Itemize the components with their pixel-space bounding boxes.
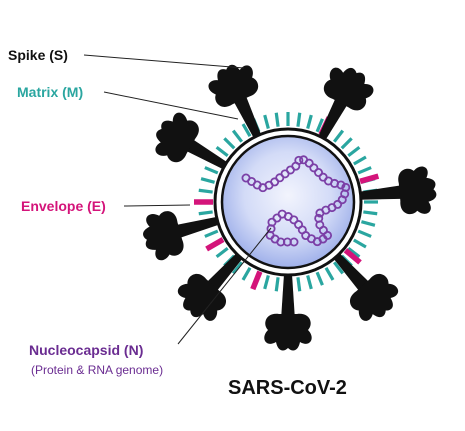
matrix-protein	[274, 277, 280, 292]
matrix-protein	[215, 246, 229, 259]
envelope-protein	[205, 237, 225, 252]
nucleocapsid-sublabel: (Protein & RNA genome)	[31, 363, 163, 377]
rna-bead	[315, 208, 325, 218]
matrix-protein	[241, 123, 252, 137]
matrix-protein	[363, 210, 378, 216]
spike-proteins	[143, 64, 437, 351]
matrix-protein	[204, 229, 219, 238]
matrix-protein	[231, 261, 244, 275]
rna-bead	[304, 158, 314, 168]
matrix-protein	[223, 137, 236, 150]
rna-bead	[294, 155, 304, 165]
matrix-protein	[198, 210, 213, 216]
matrix-protein	[263, 274, 270, 290]
spike-protein	[208, 64, 262, 139]
matrix-protein	[215, 145, 229, 158]
matrix-protein	[360, 220, 376, 227]
matrix-protein	[315, 118, 324, 133]
matrix-protein	[231, 129, 244, 143]
matrix-protein	[357, 229, 372, 238]
diagram-title: SARS-CoV-2	[228, 377, 347, 399]
spike-protein	[318, 67, 374, 141]
matrix-protein	[332, 129, 345, 143]
nucleocapsid-rna-strand	[241, 155, 351, 247]
nucleocapsid-leader-line	[177, 227, 272, 345]
matrix-protein	[332, 261, 345, 275]
matrix-protein	[353, 155, 367, 166]
envelope-protein	[343, 248, 362, 265]
matrix-protein	[340, 137, 353, 150]
matrix-protein	[198, 188, 213, 194]
spike-protein	[143, 211, 220, 261]
rna-bead	[337, 195, 347, 205]
matrix-leader-line	[103, 91, 239, 120]
spike-leader-line	[83, 54, 245, 69]
spike-label: Spike (S)	[8, 47, 68, 63]
matrix-protein	[306, 114, 313, 130]
rna-bead	[294, 220, 304, 230]
spike-protein	[264, 274, 312, 351]
rna-bead	[314, 168, 324, 178]
spike-protein	[155, 112, 228, 170]
matrix-label: Matrix (M)	[17, 84, 83, 100]
matrix-protein	[347, 145, 361, 158]
envelope-protein	[359, 173, 380, 184]
matrix-protein	[296, 277, 302, 292]
spike-protein	[177, 252, 243, 321]
envelope-label: Envelope (E)	[21, 198, 106, 214]
rna-bead	[309, 163, 319, 173]
nucleocapsid-label: Nucleocapsid (N)	[29, 342, 143, 358]
rna-bead	[289, 237, 299, 247]
matrix-protein	[306, 274, 313, 290]
rna-bead	[336, 180, 346, 190]
envelope-protein	[250, 270, 263, 291]
matrix-protein	[241, 267, 252, 281]
matrix-protein	[357, 166, 372, 175]
matrix-protein	[353, 238, 367, 249]
matrix-protein	[347, 246, 361, 259]
spike-protein	[359, 166, 437, 215]
matrix-protein	[204, 166, 219, 175]
matrix-protein	[263, 114, 270, 130]
matrix-protein	[315, 271, 324, 286]
matrix-protein	[274, 112, 280, 127]
matrix-protein	[324, 267, 335, 281]
spike-protein	[333, 252, 399, 321]
matrix-protein	[296, 112, 302, 127]
envelope-leader-line	[123, 204, 191, 207]
matrix-protein	[200, 177, 216, 184]
